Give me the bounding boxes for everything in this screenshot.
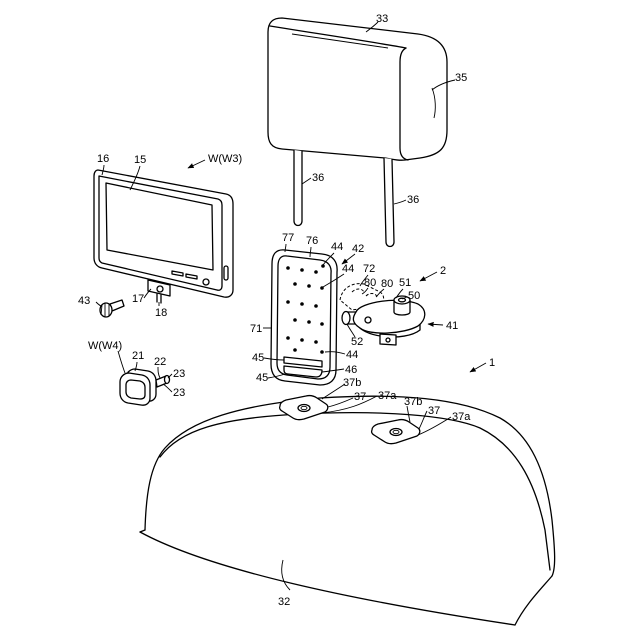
hidden-pin	[366, 293, 377, 297]
label-plate-slot: 46	[345, 364, 357, 376]
label-accessory-end-top: 23	[173, 368, 185, 380]
monitor	[94, 170, 233, 297]
label-assembly: 2	[440, 265, 446, 277]
label-stay-right: 36	[407, 194, 419, 206]
label-plate-rim: 77	[282, 232, 294, 244]
seat-pad-right	[372, 420, 420, 444]
label-plate-hole-low: 44	[346, 349, 358, 361]
label-stay-left: 36	[312, 172, 324, 184]
arrow-assembly	[420, 272, 437, 281]
label-accessory-end-bottom: 23	[173, 387, 185, 399]
arrow-bracket	[428, 324, 443, 325]
label-monitor-ref: W(W3)	[208, 153, 242, 165]
label-pad-right-edge: 37b	[404, 396, 422, 408]
knob	[100, 300, 124, 317]
label-seat: 1	[489, 357, 495, 369]
label-accessory-body: 21	[132, 350, 144, 362]
label-plate-hole-top: 44	[331, 241, 343, 253]
label-plate-body: 71	[250, 323, 262, 335]
headrest-stay-left	[294, 150, 302, 226]
headrest	[268, 18, 447, 160]
label-pad-right-face: 37a	[452, 411, 471, 423]
label-monitor-frame: 16	[97, 153, 109, 165]
label-hub: 51	[399, 277, 411, 289]
arrow-monitor	[188, 160, 205, 168]
arrow-seat	[470, 363, 486, 372]
label-monitor-screen: 15	[134, 154, 146, 166]
label-pin-a: 80	[364, 277, 376, 289]
label-accessory-ref: W(W4)	[88, 340, 122, 352]
bracket-disk	[353, 300, 424, 333]
label-monitor-bracket: 17	[132, 293, 144, 305]
label-plate-face: 76	[306, 235, 318, 247]
mount-plate	[271, 250, 337, 385]
label-pin-b: 80	[381, 278, 393, 290]
bracket-tab	[380, 334, 396, 345]
label-plate-hole-mid: 44	[342, 263, 354, 275]
label-accessory-shaft: 22	[154, 356, 166, 368]
label-disk: 50	[408, 290, 420, 302]
accessory	[120, 369, 170, 405]
label-arm: 72	[363, 263, 375, 275]
label-bolt: 52	[351, 336, 363, 348]
label-plate-arrow: 42	[352, 243, 364, 255]
seatback	[140, 396, 555, 625]
label-pad-right: 37	[428, 405, 440, 417]
label-knob: 43	[78, 295, 90, 307]
label-pad-left: 37	[354, 391, 366, 403]
label-plate-slot-lower: 45	[256, 372, 268, 384]
seat-pad-left	[280, 396, 328, 420]
label-monitor-pin: 18	[155, 307, 167, 319]
label-seatback: 32	[278, 596, 290, 608]
label-headrest: 33	[376, 13, 388, 25]
label-plate-slot-upper: 45	[252, 352, 264, 364]
label-bracket: 41	[446, 320, 458, 332]
label-pad-left-edge: 37b	[343, 377, 361, 389]
headrest-stay-right	[384, 158, 394, 247]
label-pad-left-face: 37a	[378, 390, 397, 402]
label-headrest-side: 35	[455, 72, 467, 84]
hidden-pin	[352, 289, 364, 292]
